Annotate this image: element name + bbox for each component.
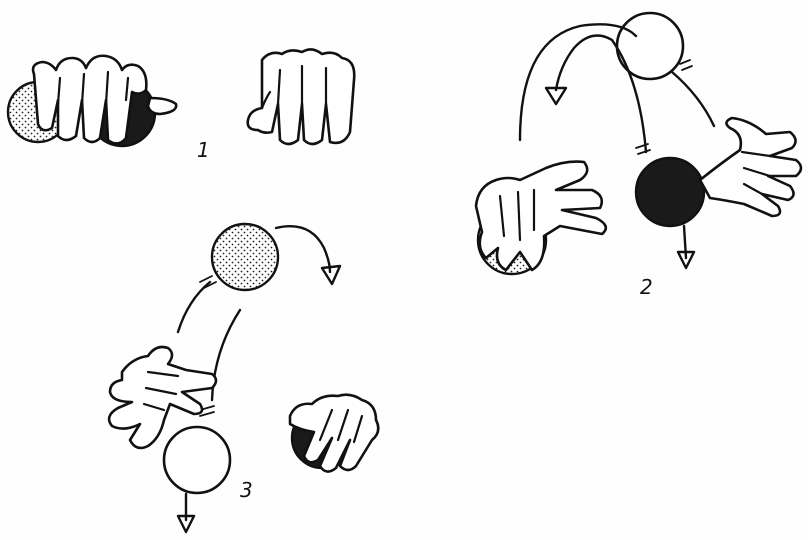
step-label-1: 1 bbox=[197, 138, 210, 162]
black-ball bbox=[636, 158, 704, 226]
dotted-ball bbox=[212, 224, 278, 290]
throw-arc bbox=[276, 226, 330, 272]
step-1-group: 1 bbox=[8, 49, 354, 162]
thumb bbox=[148, 98, 176, 114]
step-3-group: 3 bbox=[109, 224, 378, 532]
step-label-3: 3 bbox=[240, 478, 253, 502]
white-ball bbox=[164, 427, 230, 493]
right-open-hand bbox=[700, 118, 801, 216]
step-2-group: 2 bbox=[476, 13, 801, 299]
step-label-2: 2 bbox=[640, 275, 653, 299]
